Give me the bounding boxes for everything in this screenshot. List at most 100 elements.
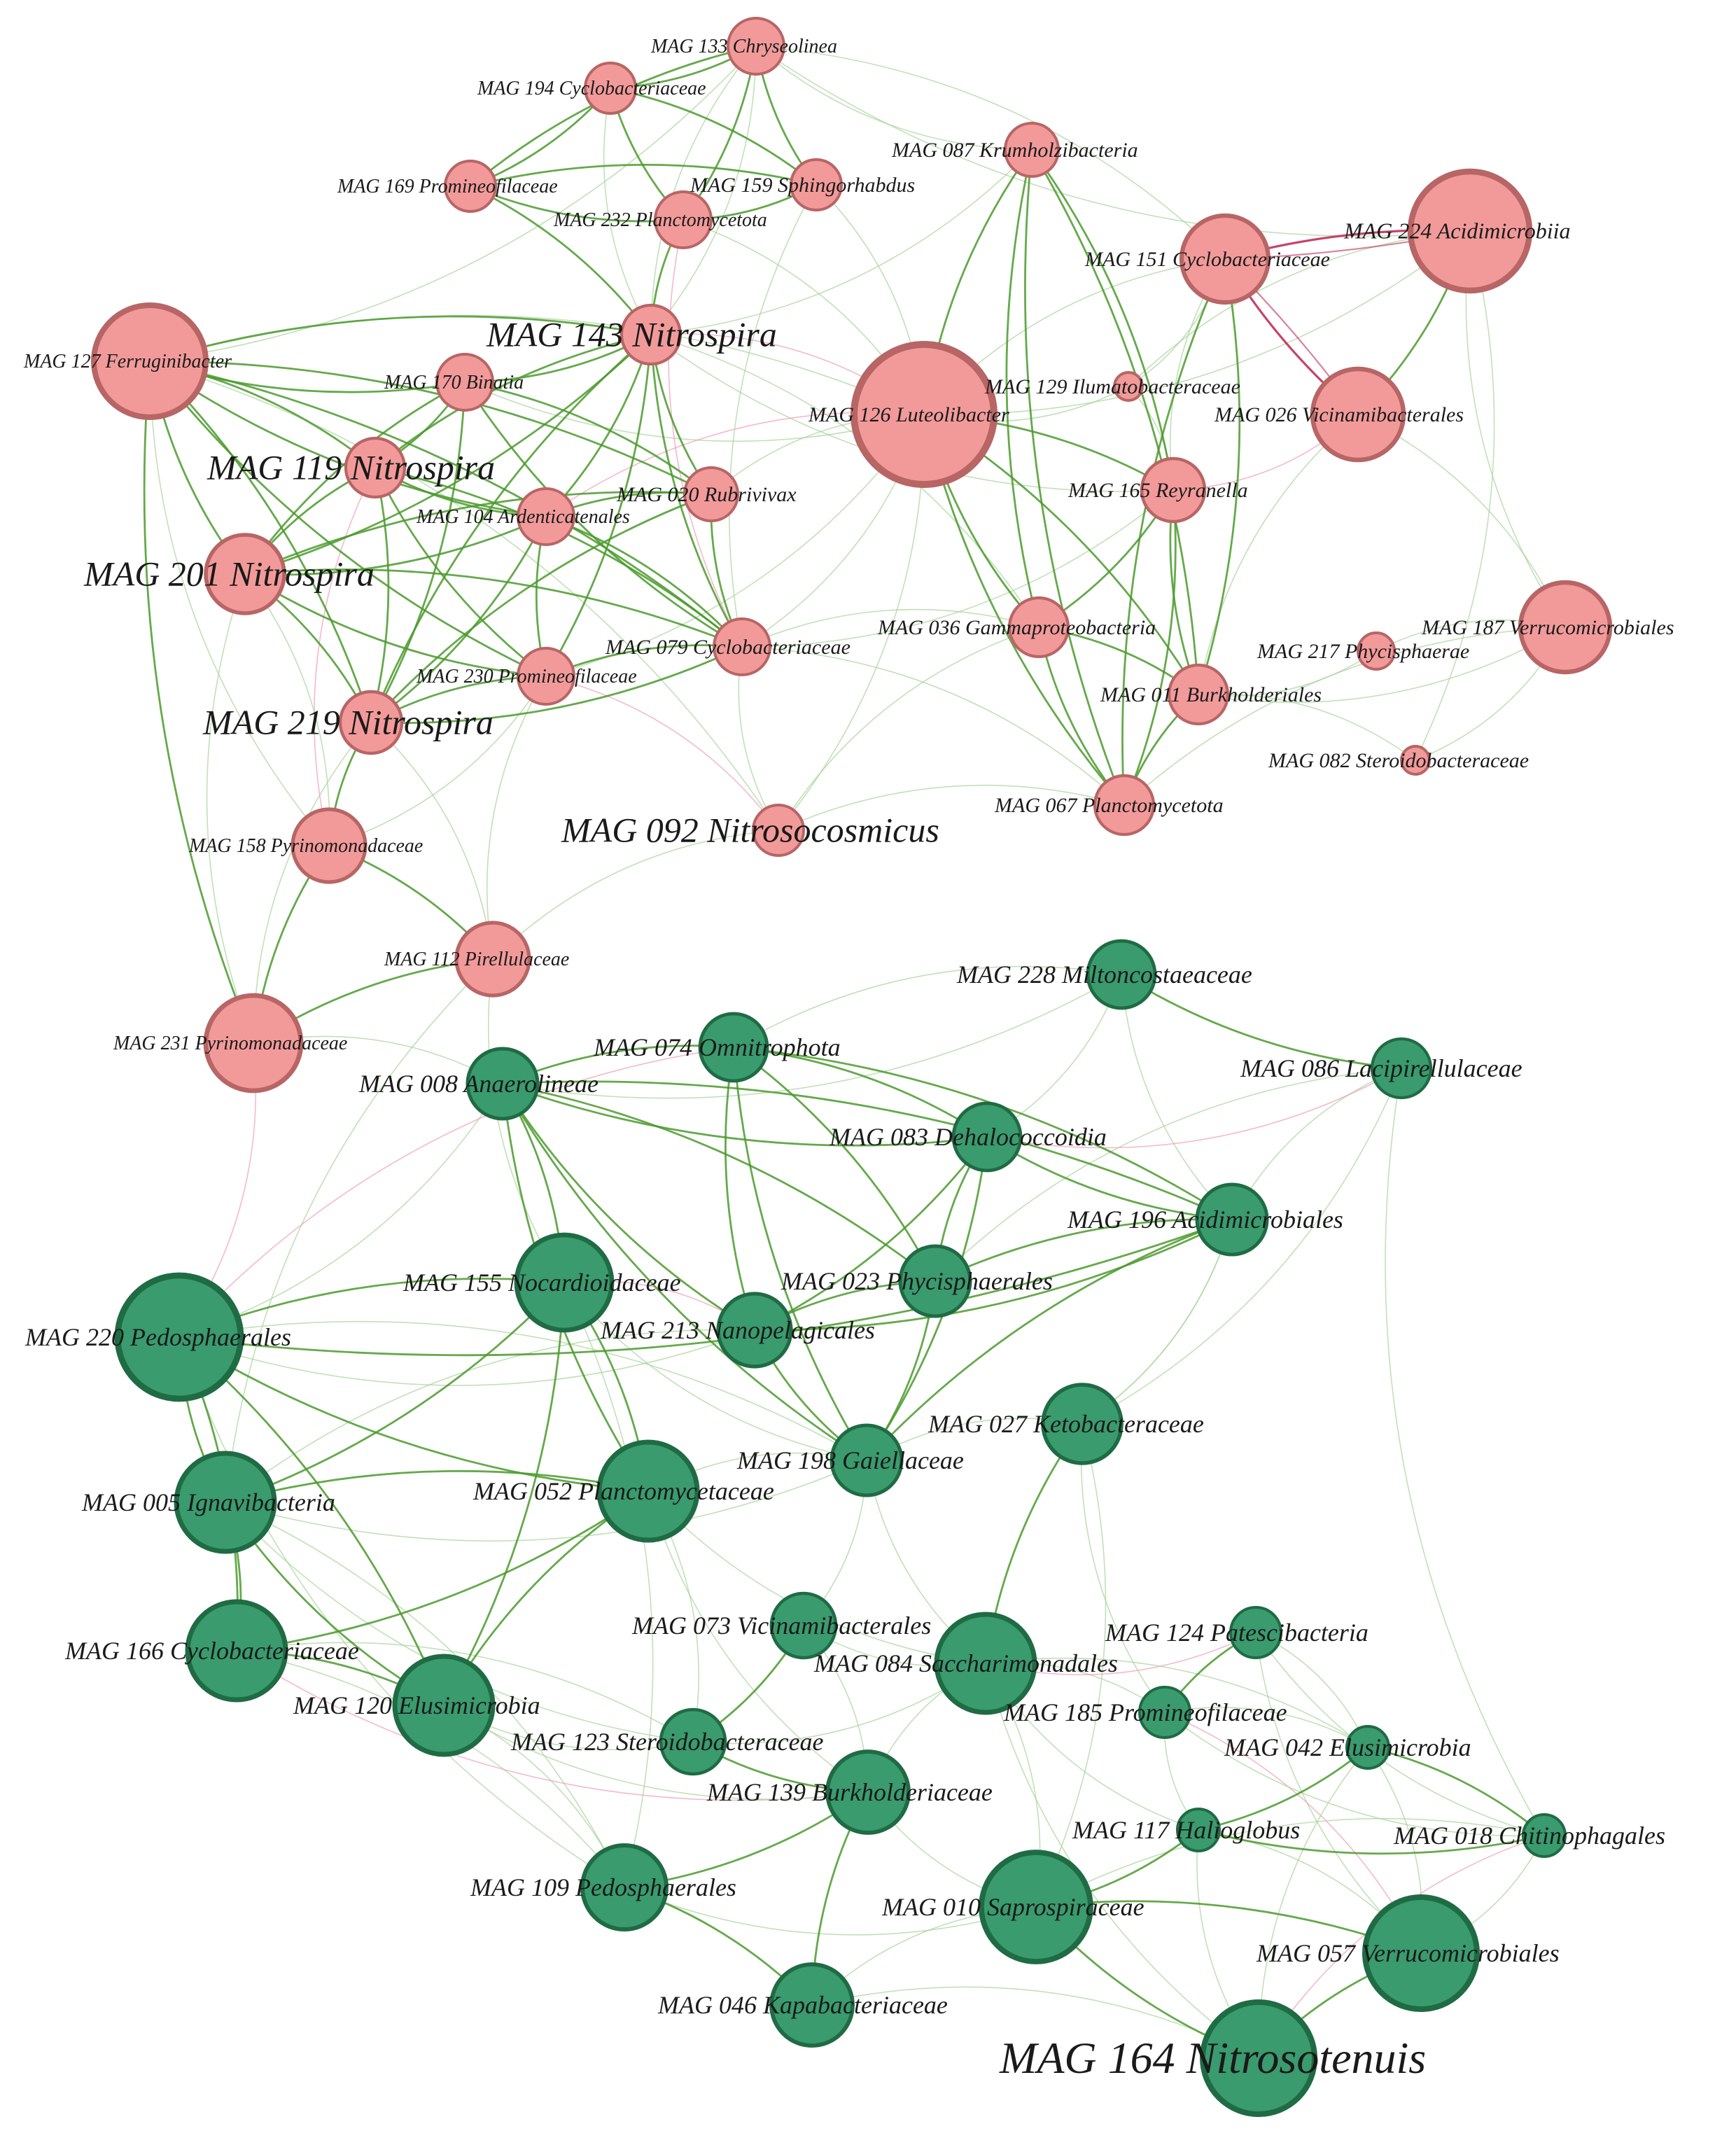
positive-edge (464, 381, 712, 496)
positive-edge (733, 1046, 937, 1282)
node-label: MAG 120 Elusimicrobia (293, 1691, 540, 1719)
positive-edge (1030, 149, 1175, 491)
positive-edge (1030, 149, 1200, 695)
node-mag-086 (1370, 1037, 1433, 1100)
node-mag-129 (1113, 371, 1144, 402)
node-label: MAG 166 Cyclobacteriaceae (64, 1637, 359, 1665)
node-mag-120 (392, 1654, 496, 1757)
node-label: MAG 126 Luteolibacter (808, 403, 1009, 426)
node-label: MAG 052 Planctomycetaceae (472, 1477, 774, 1505)
node-mag-046 (769, 1962, 855, 2048)
negative-edge (668, 219, 743, 648)
node-mag-217 (1357, 631, 1396, 671)
positive-edge (178, 1336, 445, 1706)
faint-edge (923, 230, 1471, 416)
node-label: MAG 133 Chryseolinea (650, 36, 837, 57)
faint-edge (1164, 1707, 1368, 1748)
node-label: MAG 187 Verrucomicrobiales (1421, 616, 1674, 639)
node-mag-133 (727, 17, 785, 76)
positive-edge (370, 493, 712, 723)
node-label: MAG 027 Ketobacteraceae (927, 1410, 1204, 1438)
positive-edge (149, 360, 547, 518)
faint-edge (206, 573, 254, 1044)
node-mag-092 (752, 804, 805, 857)
faint-edge (486, 676, 547, 960)
positive-edge (374, 466, 743, 648)
faint-edge (1198, 627, 1566, 704)
node-label: MAG 010 Saprospiraceae (881, 1893, 1144, 1921)
node-mag-166 (185, 1599, 288, 1703)
positive-edge (1123, 489, 1177, 806)
positive-edge (178, 1336, 649, 1493)
node-mag-228 (1086, 939, 1157, 1010)
node-label: MAG 026 Vicinamibacterales (1214, 403, 1464, 426)
node-mag-126 (850, 341, 997, 488)
nodes-layer (91, 17, 1613, 2117)
faint-edge (564, 1282, 867, 1461)
positive-edge (650, 334, 743, 648)
node-label: MAG 117 Halioglobus (1072, 1816, 1300, 1844)
node-label: MAG 109 Pedosphaerales (470, 1873, 736, 1901)
node-label: MAG 104 Ardenticatenales (416, 506, 630, 528)
negative-edge (314, 467, 376, 846)
positive-edge (724, 1047, 756, 1331)
node-label: MAG 011 Burkholderiales (1100, 683, 1322, 706)
node-mag-220 (114, 1272, 244, 1402)
positive-edge (1198, 1829, 1545, 1855)
node-mag-224 (1407, 168, 1533, 294)
node-mag-005 (174, 1451, 277, 1554)
node-mag-158 (290, 807, 368, 884)
node-label: MAG 074 Omnitrophota (593, 1033, 841, 1061)
node-label: MAG 201 Nitrospira (83, 554, 374, 594)
node-label: MAG 083 Dehalococcoidia (829, 1123, 1107, 1151)
node-mag-165 (1140, 456, 1207, 524)
node-label: MAG 124 Patescibacteria (1105, 1619, 1368, 1647)
faint-edge (650, 46, 757, 335)
positive-edge (732, 1047, 868, 1461)
node-label: MAG 005 Ignavibacteria (81, 1488, 335, 1516)
node-label: MAG 057 Verrucomicrobiales (1256, 1939, 1560, 1967)
node-label: MAG 112 Pirellulaceae (384, 949, 569, 970)
positive-edge (149, 360, 743, 648)
faint-edge (778, 784, 1125, 831)
node-label: MAG 164 Nitrosotenuis (999, 2033, 1426, 2083)
node-mag-198 (830, 1423, 904, 1497)
node-label: MAG 073 Vicinamibacterales (631, 1612, 931, 1640)
node-label: MAG 219 Nitrospira (202, 703, 493, 742)
positive-edge (225, 1469, 649, 1504)
node-label: MAG 119 Nitrospira (206, 448, 495, 487)
node-mag-027 (1041, 1383, 1124, 1465)
node-label: MAG 185 Promineofilaceae (1003, 1698, 1287, 1726)
node-label: MAG 194 Cyclobacteriaceae (477, 78, 706, 99)
faint-edge (1385, 1068, 1545, 1836)
node-mag-187 (1518, 580, 1613, 675)
node-mag-112 (454, 921, 531, 998)
node-mag-052 (596, 1439, 700, 1543)
node-label: MAG 018 Chitinophagales (1393, 1822, 1665, 1850)
node-mag-127 (91, 302, 209, 420)
faint-edge (778, 627, 1040, 831)
node-label: MAG 067 Planctomycetota (994, 794, 1224, 817)
faint-edge (729, 184, 817, 648)
node-mag-155 (514, 1232, 615, 1333)
node-label: MAG 127 Ferruginibacter (23, 351, 232, 372)
node-label: MAG 042 Elusimicrobia (1224, 1733, 1471, 1761)
node-mag-067 (1093, 774, 1156, 837)
positive-edge (244, 515, 547, 576)
node-mag-230 (517, 647, 575, 706)
faint-edge (178, 1336, 625, 1888)
node-label: MAG 155 Nocardioidaceae (402, 1269, 681, 1297)
faint-edge (502, 974, 1122, 1099)
positive-edge (370, 645, 743, 725)
node-label: MAG 151 Cyclobacteriaceae (1084, 248, 1330, 271)
node-mag-084 (934, 1612, 1037, 1715)
positive-edge (502, 1082, 936, 1283)
faint-edge (1198, 693, 1416, 761)
node-mag-010 (979, 1850, 1093, 1964)
positive-edge (545, 515, 743, 648)
faint-edge (225, 958, 493, 1503)
node-mag-169 (444, 160, 497, 213)
faint-edge (934, 1068, 1402, 1282)
node-label: MAG 020 Rubrivivax (616, 483, 797, 506)
